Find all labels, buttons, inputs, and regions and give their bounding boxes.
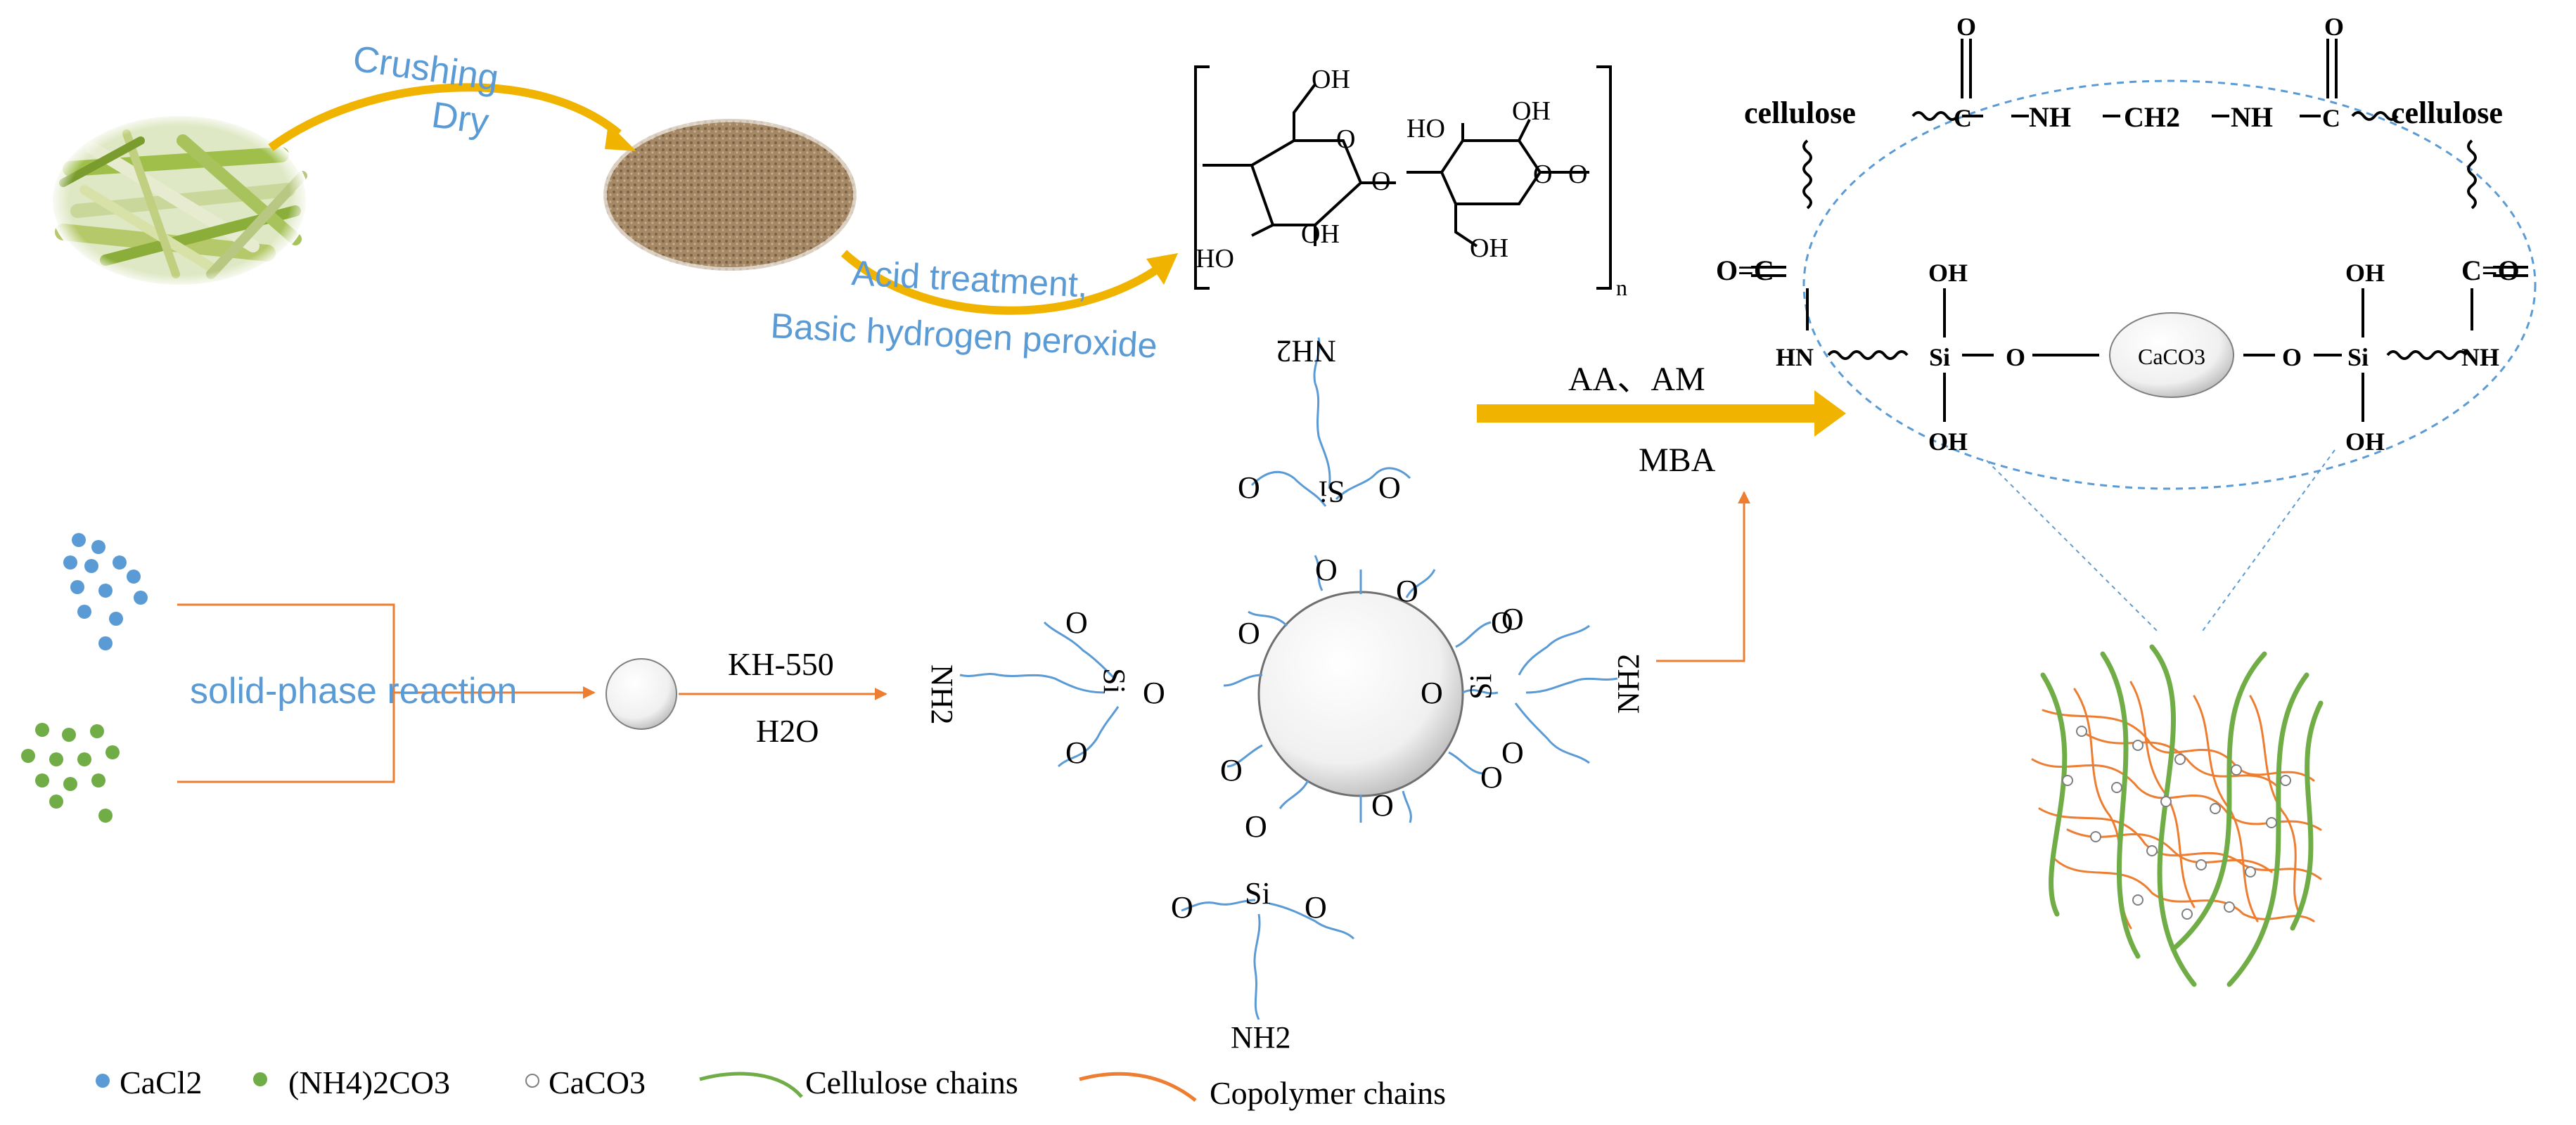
- o-ring-4: O: [1371, 788, 1394, 823]
- si-left-label: Si: [1097, 668, 1132, 694]
- o-ring-1: O: [1396, 574, 1418, 608]
- cellulose-structure: [1194, 65, 1612, 290]
- legend-cellulose-line: [699, 1072, 803, 1098]
- aa-am-label: AA、AM: [1568, 361, 1705, 398]
- caco3-particle: [605, 658, 677, 730]
- o-top-center: O: [1315, 553, 1338, 587]
- network-caco3-particle: [2109, 312, 2234, 398]
- end-o-label: O: [1568, 160, 1587, 189]
- o-bottom-left: O: [1171, 890, 1193, 925]
- si-right-label: Si: [1463, 674, 1498, 700]
- legend-cacl2-dot: [96, 1074, 110, 1088]
- c-left-label: C: [1954, 104, 1972, 132]
- solid-phase-label: solid-phase reaction: [190, 671, 517, 712]
- modified-caco3: Si NH2 O O O Si NH2 O O O Si NH2 O O O S…: [925, 334, 1646, 1055]
- o-right-bottom: O: [1501, 735, 1524, 770]
- nh-right-label: NH: [2231, 101, 2273, 133]
- ring-o-label-2: O: [1533, 160, 1552, 189]
- legend-copolymer-label: Copolymer chains: [1210, 1075, 1446, 1111]
- reactant-bracket: [177, 603, 596, 783]
- cellulose-right-label: cellulose: [2391, 96, 2503, 130]
- c-eq-o-left-label: O=C: [1716, 255, 1774, 286]
- o-left-bottom: O: [1065, 735, 1088, 770]
- o-left-center: O: [1143, 676, 1165, 710]
- oh-bottom-right-label: OH: [2345, 428, 2385, 456]
- o-top-left-label: O: [1956, 13, 1976, 41]
- oh-label-3: OH: [1512, 96, 1551, 126]
- bridge-o-label: O: [1371, 167, 1390, 196]
- polymerization-arrow: [1477, 390, 1846, 437]
- nh2-left-label: NH2: [925, 664, 959, 725]
- o-bottom-center: O: [1245, 809, 1267, 844]
- ch2-label: CH2: [2124, 101, 2180, 133]
- legend-copolymer-line: [1079, 1072, 1197, 1102]
- legend-nh4-label: (NH4)2CO3: [288, 1065, 450, 1100]
- basic-peroxide-label: Basic hydrogen peroxide: [769, 306, 1158, 366]
- nh2-top-label: NH2: [1276, 334, 1336, 368]
- nh2-to-reaction-arrow: [1656, 491, 1750, 662]
- ho-label-2: HO: [1406, 114, 1445, 143]
- legend-cellulose-label: Cellulose chains: [805, 1065, 1018, 1100]
- straw-image: [49, 112, 309, 288]
- zoom-ellipse: [1802, 79, 2537, 490]
- legend-caco3-dot: [525, 1074, 539, 1088]
- c-eq-o-right-label: C=O: [2461, 255, 2520, 286]
- legend-caco3-label: CaCO3: [549, 1065, 646, 1100]
- acid-treatment-arrow: [840, 250, 1178, 315]
- oh-label-1: OH: [1312, 65, 1350, 94]
- si-right-network-label: Si: [2347, 343, 2369, 371]
- o-ring-5: O: [1220, 753, 1243, 788]
- nh-left-label: NH: [2029, 101, 2071, 133]
- hydrogel-network: [2031, 644, 2324, 987]
- o-mid-right-label: O: [2282, 343, 2302, 371]
- network-labels: cellulose cellulose C O NH CH2 NH C O O=…: [1716, 13, 2520, 456]
- si-left-network-label: Si: [1929, 343, 1950, 371]
- o-top-left: O: [1238, 470, 1260, 505]
- network-caco3-label: CaCO3: [2138, 344, 2205, 369]
- nh4-2co3-particles: [21, 723, 120, 823]
- nh-side-label: NH: [2461, 343, 2499, 371]
- water-label: H2O: [756, 713, 819, 749]
- crushing-arrow: [268, 83, 636, 151]
- o-ring-6: O: [1238, 616, 1260, 650]
- acid-treatment-label: Acid treatment,: [850, 253, 1089, 305]
- subscript-n: n: [1616, 275, 1627, 300]
- cellulose-left-label: cellulose: [1744, 96, 1856, 130]
- nh2-bottom-label: NH2: [1231, 1020, 1291, 1055]
- legend-cacl2-label: CaCl2: [120, 1065, 203, 1100]
- network-bonds: [1751, 39, 2528, 422]
- cacl2-particles: [63, 533, 148, 650]
- o-right-top: O: [1501, 602, 1524, 636]
- cellulose-structure-labels: OH OH HO O O HO OH O OH O n: [1196, 65, 1627, 300]
- oh-label-4: OH: [1470, 233, 1508, 263]
- mba-label: MBA: [1639, 442, 1716, 479]
- o-top-right-label: O: [2324, 13, 2344, 41]
- legend-nh4-dot: [253, 1072, 267, 1086]
- oh-top-right-label: OH: [2345, 259, 2385, 287]
- nh2-right-label: NH2: [1611, 653, 1646, 714]
- ho-label-1: HO: [1196, 244, 1234, 274]
- dry-label: Dry: [429, 94, 491, 143]
- oh-top-left-label: OH: [1928, 259, 1968, 287]
- o-top-right: O: [1378, 470, 1401, 505]
- powder-image: [600, 115, 860, 274]
- ring-o-label-1: O: [1336, 124, 1355, 154]
- o-right-center: O: [1421, 676, 1443, 710]
- hn-label: HN: [1776, 343, 1814, 371]
- o-left-top: O: [1065, 605, 1088, 640]
- kh550-label: KH-550: [728, 646, 834, 682]
- oh-bottom-left-label: OH: [1928, 428, 1968, 456]
- o-ring-3: O: [1480, 760, 1503, 795]
- oh-label-2: OH: [1301, 219, 1340, 249]
- zoom-lines: [1986, 449, 2335, 634]
- o-bottom-right: O: [1305, 890, 1327, 925]
- legend: CaCl2 (NH4)2CO3 CaCO3 Cellulose chains C…: [96, 1065, 1446, 1111]
- si-top-label: Si: [1319, 475, 1345, 509]
- o-mid-left-label: O: [2006, 343, 2025, 371]
- c-right-label: C: [2322, 104, 2340, 132]
- o-ring-2: O: [1491, 605, 1513, 640]
- si-bottom-label: Si: [1245, 876, 1271, 911]
